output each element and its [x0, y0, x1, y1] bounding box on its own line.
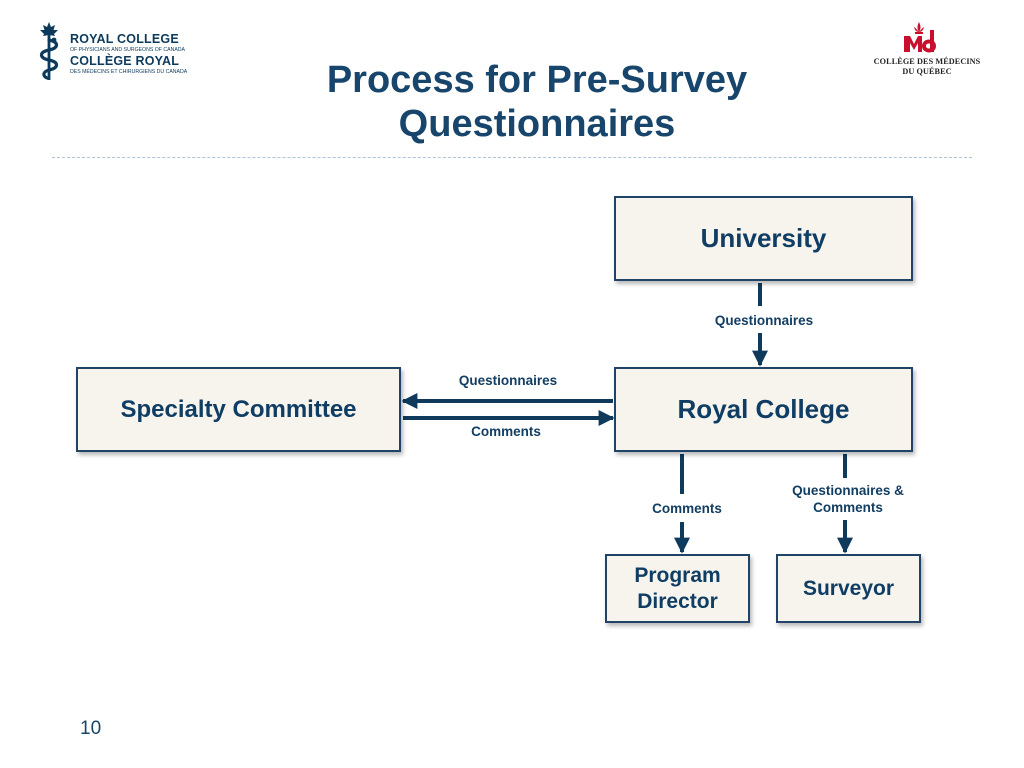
edge-label-royal-to-surveyor: Questionnaires & Comments: [792, 483, 904, 515]
royal-college-wordmark: ROYAL COLLEGE: [70, 32, 179, 46]
cmq-wordmark-line1: COLLÈGE DES MÉDECINS: [873, 57, 981, 66]
slide-title: Process for Pre-Survey Questionnaires: [326, 59, 748, 145]
node-program-director: Program Director: [605, 554, 750, 623]
node-royal-college: Royal College: [614, 367, 913, 452]
college-royal-wordmark: COLLÈGE ROYAL: [70, 54, 180, 68]
edge-label-specialty-to-royal: Comments: [471, 424, 541, 439]
title-divider: [52, 157, 972, 158]
royal-college-subtitle: OF PHYSICIANS AND SURGEONS OF CANADA: [70, 47, 186, 53]
caduceus-icon: [39, 22, 59, 80]
edge-label-royal-to-program: Comments: [652, 501, 722, 516]
college-royal-subtitle: DES MÉDECINS ET CHIRURGIENS DU CANADA: [70, 69, 188, 75]
edge-label-royal-to-specialty: Questionnaires: [458, 373, 558, 388]
node-surveyor: Surveyor: [776, 554, 921, 623]
royal-college-logo: ROYAL COLLEGE OF PHYSICIANS AND SURGEONS…: [34, 20, 194, 82]
node-specialty-committee: Specialty Committee: [76, 367, 401, 452]
node-university: University: [614, 196, 913, 281]
edge-label-university-to-royal: Questionnaires: [714, 313, 814, 328]
cmq-wordmark-line2: DU QUÉBEC: [902, 67, 952, 76]
fleur-de-lis-icon: [904, 22, 937, 53]
page-number: 10: [80, 718, 102, 739]
cmq-logo: COLLÈGE DES MÉDECINS DU QUÉBEC: [868, 18, 986, 82]
